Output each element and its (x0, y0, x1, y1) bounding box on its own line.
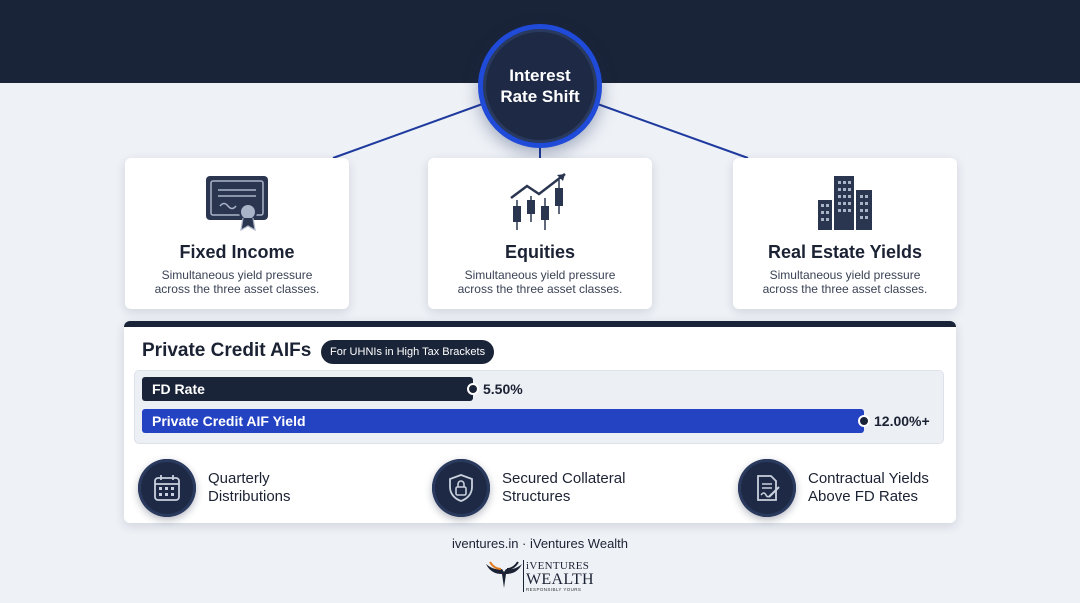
bar-private-credit-yield: Private Credit AIF Yield 12.00%+ (142, 409, 930, 433)
hub-title: Interest Rate Shift (500, 66, 580, 106)
interest-rate-shift-hub: Interest Rate Shift (478, 24, 602, 148)
card-description: Simultaneous yield pressure across the t… (457, 268, 623, 296)
bar-end-dot (858, 415, 870, 427)
calendar-icon (138, 459, 196, 517)
bar-value: 5.50% (483, 381, 523, 397)
bar-value: 12.00%+ (874, 413, 930, 429)
logo-name-line1: iVENTURES (526, 560, 590, 572)
bar-fill (142, 409, 864, 433)
audience-badge: For UHNIs in High Tax Brackets (321, 340, 495, 364)
card-description: Simultaneous yield pressure across the t… (762, 268, 928, 296)
shield-lock-icon (432, 459, 490, 517)
buildings-icon (818, 176, 872, 230)
private-credit-panel: Private Credit AIFs For UHNIs in High Ta… (124, 321, 956, 523)
bar-label: FD Rate (152, 381, 205, 397)
certificate-icon (206, 176, 268, 232)
bar-end-dot (467, 383, 479, 395)
bar-label: Private Credit AIF Yield (152, 413, 306, 429)
card-fixed-income: Fixed Income Simultaneous yield pressure… (125, 158, 349, 309)
card-title: Equities (504, 242, 575, 262)
feature-text: Contractual Yields Above FD Rates (808, 470, 929, 505)
logo-tagline: RESPONSIBLY YOURS (526, 587, 582, 592)
card-equities: Equities Simultaneous yield pressure acr… (428, 158, 652, 309)
card-description: Simultaneous yield pressure across the t… (154, 268, 320, 296)
card-real-estate-yields: Real Estate Yields Simultaneous yield pr… (733, 158, 957, 309)
bar-fill (142, 377, 473, 401)
bar-fd-rate: FD Rate 5.50% (142, 377, 864, 401)
signed-document-icon (738, 459, 796, 517)
bull-logo-icon (486, 561, 522, 588)
logo-name-line2: WEALTH (526, 571, 594, 588)
footer-text: iventures.in · iVentures Wealth (451, 536, 629, 551)
feature-text: Quarterly Distributions (208, 470, 291, 505)
card-title: Fixed Income (179, 242, 295, 262)
feature-text: Secured Collateral Structures (502, 470, 626, 505)
yield-comparison-bars: FD Rate 5.50% Private Credit AIF Yield 1… (134, 370, 944, 444)
panel-title: Private Credit AIFs (142, 340, 312, 361)
candlestick-chart-icon (510, 173, 566, 230)
logo-name: iVENTURES WEALTH (526, 560, 594, 588)
iventures-wealth-logo: iVENTURES WEALTH RESPONSIBLY YOURS (484, 558, 599, 594)
logo-divider (523, 560, 524, 592)
card-title: Real Estate Yields (767, 242, 923, 262)
